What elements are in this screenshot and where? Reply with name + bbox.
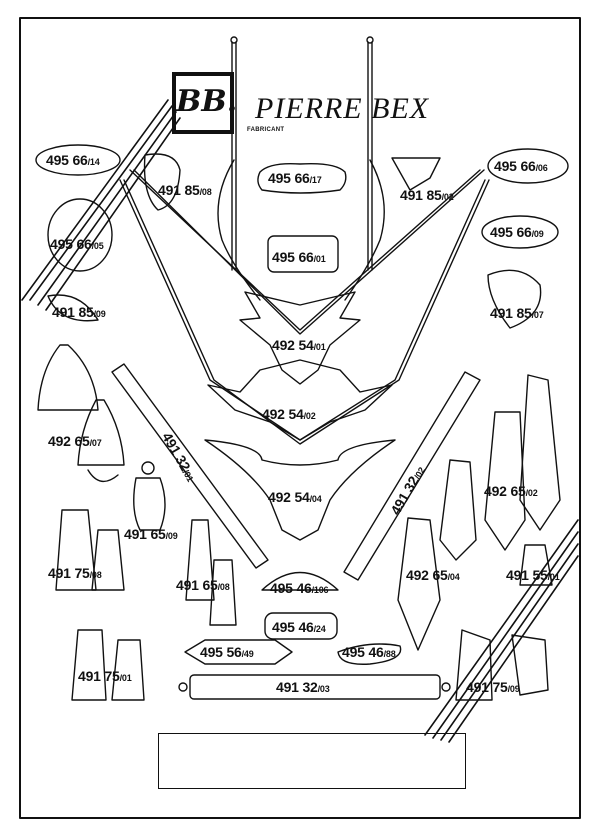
- ref-495-66-06: 495 66/06: [494, 158, 548, 174]
- ref-491-85-02: 491 85/02: [400, 187, 454, 203]
- ref-491-55-01: 491 55/01: [506, 567, 560, 583]
- ref-495-66-09: 495 66/09: [490, 224, 544, 240]
- ref-491-75-08: 491 75/08: [48, 565, 102, 581]
- bracelet-491-32-01: [111, 363, 269, 569]
- ref-495-66-01: 495 66/01: [272, 249, 326, 265]
- ref-495-66-14: 495 66/14: [46, 152, 100, 168]
- earring-492-65-02-a: [484, 411, 526, 551]
- ref-491-65-09: 491 65/09: [124, 526, 178, 542]
- ref-491-65-08: 491 65/08: [176, 577, 230, 593]
- ref-495-46-106: 495 46/106: [270, 580, 329, 596]
- earring-491-85-02: [391, 157, 441, 191]
- pendant-492-54-02: [207, 359, 393, 441]
- earring-492-65-07-a: [37, 344, 99, 411]
- ref-492-54-01: 492 54/01: [272, 337, 326, 353]
- bracelet-491-32-03: [189, 674, 441, 700]
- ref-495-66-05: 495 66/05: [50, 236, 104, 252]
- ref-492-65-02: 492 65/02: [484, 483, 538, 499]
- earring-491-85-07: [487, 269, 542, 329]
- brand-subtitle: FABRICANT: [247, 127, 285, 133]
- earring-491-75-01-b: [111, 639, 145, 701]
- brooch-495-46-88: [337, 643, 402, 665]
- earring-491-65-08-a: [185, 519, 215, 601]
- diagonal-rails-right: [424, 519, 579, 743]
- earring-491-75-01-a: [71, 629, 107, 701]
- ref-491-32-03: 491 32/03: [276, 679, 330, 695]
- earring-492-65-04-a: [397, 517, 441, 651]
- ref-491-85-09: 491 85/09: [52, 304, 106, 320]
- ref-491-85-07: 491 85/07: [490, 305, 544, 321]
- earring-491-75-09-b: [511, 634, 549, 696]
- earring-491-85-08: [143, 153, 181, 211]
- brand-logo: BB.: [176, 84, 238, 119]
- blank-label-box: [158, 733, 466, 789]
- earring-491-85-09: [47, 294, 99, 322]
- earring-495-66-05: [47, 198, 113, 272]
- brooch-495-56-49: [184, 639, 293, 665]
- ref-495-46-24: 495 46/24: [272, 619, 326, 635]
- ref-492-65-04: 492 65/04: [406, 567, 460, 583]
- earring-491-55-01: [519, 544, 553, 586]
- ref-491-75-09: 491 75/09: [466, 679, 520, 695]
- necklace-chains: [119, 36, 490, 445]
- bracelet-491-32-02: [343, 371, 481, 581]
- ref-495-56-49: 495 56/49: [200, 644, 254, 660]
- ref-492-54-04: 492 54/04: [268, 489, 322, 505]
- earring-492-65-02-b: [519, 374, 561, 531]
- ref-491-85-08: 491 85/08: [158, 182, 212, 198]
- earring-491-75-08-b: [91, 529, 125, 591]
- pendant-492-54-04: [204, 439, 396, 541]
- ref-495-66-17: 495 66/17: [268, 170, 322, 186]
- earring-492-65-04-b: [439, 459, 477, 561]
- pendant-492-54-01: [239, 291, 361, 385]
- ref-492-65-07: 492 65/07: [48, 433, 102, 449]
- ref-492-54-02: 492 54/02: [262, 406, 316, 422]
- earring-491-75-09-a: [455, 629, 493, 701]
- logo-frame: [172, 72, 234, 134]
- earring-491-65-09: [133, 477, 166, 531]
- earring-492-65-07-b: [77, 399, 125, 466]
- brooch-495-46-24: [264, 612, 338, 640]
- brooch-495-46-106: [261, 571, 339, 591]
- earring-491-65-08-b: [209, 559, 237, 626]
- ref-495-46-88: 495 46/88: [342, 644, 396, 660]
- diagonal-rails-left: [21, 99, 181, 311]
- ref-491-75-01: 491 75/01: [78, 668, 132, 684]
- brand-name: PIERRE BEX: [255, 92, 430, 125]
- page-border: [19, 17, 581, 819]
